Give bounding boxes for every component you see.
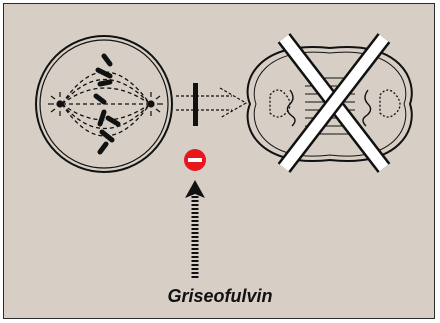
upward-dotted-arrow-icon <box>185 180 205 280</box>
inhibition-bar-icon <box>193 83 198 126</box>
metaphase-cell-icon <box>36 36 172 172</box>
cross-out-icon <box>284 38 384 168</box>
drug-label: Griseofulvin <box>130 286 310 307</box>
blocked-progression-arrow-icon <box>176 88 246 118</box>
inhibitor-minus-icon <box>184 149 206 171</box>
